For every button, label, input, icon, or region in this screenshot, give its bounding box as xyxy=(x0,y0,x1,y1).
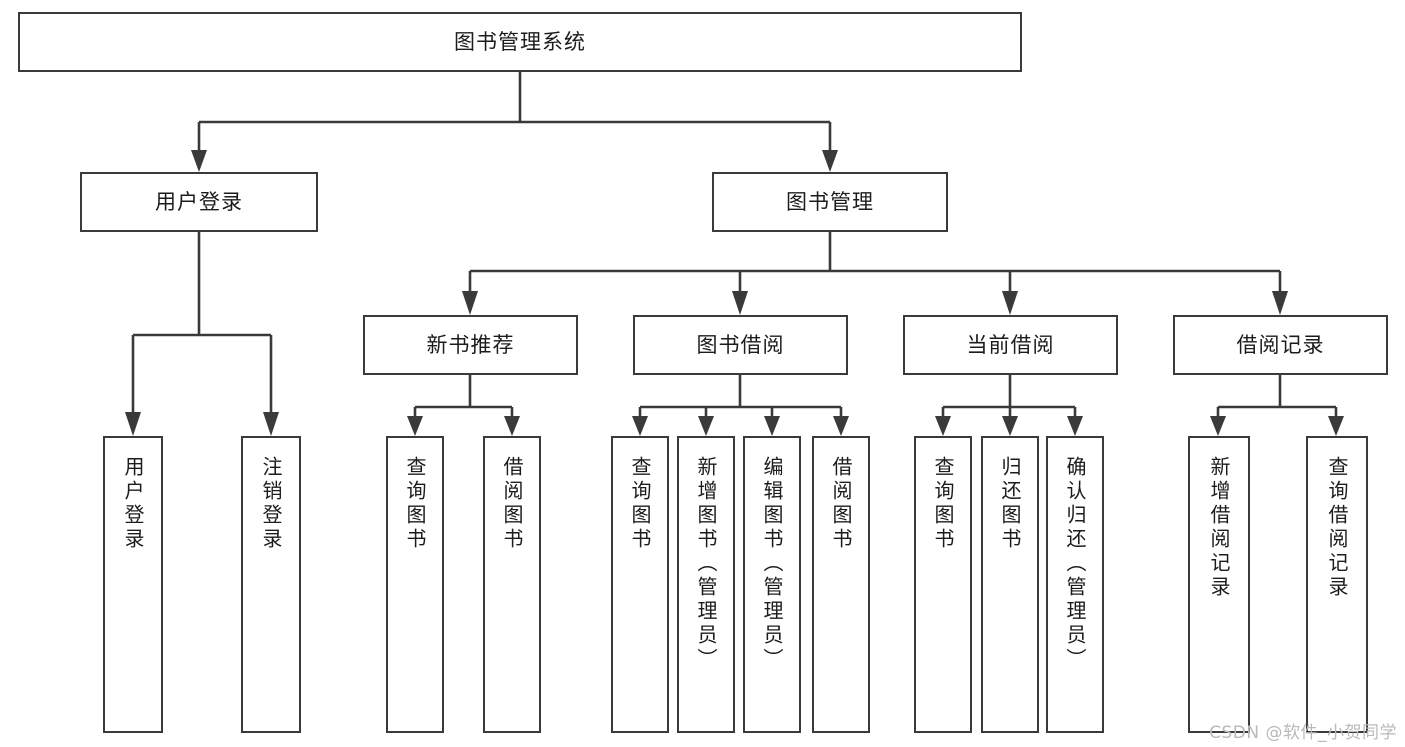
node-leaf-add-borrow-record-label: 新增借阅记录 xyxy=(1207,456,1231,600)
node-leaf-add-book[interactable]: 新增图书（管理员） xyxy=(677,436,735,733)
arrow-current-borrow-c3 xyxy=(1067,416,1083,436)
arrow-current-borrow-c1 xyxy=(935,416,951,436)
arrow-user-login xyxy=(191,150,207,172)
node-leaf-logout[interactable]: 注销登录 xyxy=(241,436,301,733)
arrow-current-borrow xyxy=(1002,291,1018,315)
node-root[interactable]: 图书管理系统 xyxy=(18,12,1022,72)
arrow-user-login-child2 xyxy=(263,412,279,436)
arrow-book-manage xyxy=(822,150,838,172)
node-leaf-query-borrow-record[interactable]: 查询借阅记录 xyxy=(1306,436,1368,733)
node-user-login-label: 用户登录 xyxy=(155,189,243,214)
arrow-new-book-c1 xyxy=(407,416,423,436)
node-leaf-add-book-label: 新增图书（管理员） xyxy=(694,456,718,672)
node-book-manage-label: 图书管理 xyxy=(786,189,874,214)
arrow-user-login-child1 xyxy=(125,412,141,436)
node-leaf-add-borrow-record[interactable]: 新增借阅记录 xyxy=(1188,436,1250,733)
node-leaf-borrow-book-label: 借阅图书 xyxy=(829,456,853,552)
arrow-borrow-record xyxy=(1272,291,1288,315)
node-book-manage[interactable]: 图书管理 xyxy=(712,172,948,232)
node-leaf-edit-book-label: 编辑图书（管理员） xyxy=(760,456,784,672)
arrow-book-borrow-c2 xyxy=(698,416,714,436)
arrow-current-borrow-c2 xyxy=(1002,416,1018,436)
node-borrow-record[interactable]: 借阅记录 xyxy=(1173,315,1388,375)
node-user-login[interactable]: 用户登录 xyxy=(80,172,318,232)
node-leaf-return-book-label: 归还图书 xyxy=(998,456,1022,552)
arrow-new-book-c2 xyxy=(504,416,520,436)
node-leaf-edit-book[interactable]: 编辑图书（管理员） xyxy=(743,436,801,733)
node-new-book-recommend-label: 新书推荐 xyxy=(426,332,515,357)
csdn-watermark: CSDN @软件_小贺同学 xyxy=(1209,723,1397,743)
node-book-borrow[interactable]: 图书借阅 xyxy=(633,315,848,375)
node-leaf-user-login-label: 用户登录 xyxy=(121,456,145,552)
node-leaf-query-book-current[interactable]: 查询图书 xyxy=(914,436,972,733)
arrow-new-book xyxy=(462,291,478,315)
node-leaf-borrow-book[interactable]: 借阅图书 xyxy=(812,436,870,733)
arrow-borrow-record-c2 xyxy=(1328,416,1344,436)
node-leaf-return-book[interactable]: 归还图书 xyxy=(981,436,1039,733)
node-leaf-query-borrow-record-label: 查询借阅记录 xyxy=(1325,456,1349,600)
node-leaf-user-login[interactable]: 用户登录 xyxy=(103,436,163,733)
node-current-borrow-label: 当前借阅 xyxy=(966,332,1055,357)
node-borrow-record-label: 借阅记录 xyxy=(1236,332,1325,357)
node-current-borrow[interactable]: 当前借阅 xyxy=(903,315,1118,375)
arrow-book-borrow-c3 xyxy=(764,416,780,436)
node-leaf-query-book-borrow[interactable]: 查询图书 xyxy=(611,436,669,733)
node-leaf-borrow-book-recommend-label: 借阅图书 xyxy=(500,456,524,552)
node-leaf-query-book-borrow-label: 查询图书 xyxy=(628,456,652,552)
arrow-book-borrow xyxy=(732,291,748,315)
node-leaf-logout-label: 注销登录 xyxy=(259,456,283,552)
node-leaf-confirm-return[interactable]: 确认归还（管理员） xyxy=(1046,436,1104,733)
node-book-borrow-label: 图书借阅 xyxy=(696,332,785,357)
node-leaf-borrow-book-recommend[interactable]: 借阅图书 xyxy=(483,436,541,733)
node-leaf-query-book-recommend-label: 查询图书 xyxy=(403,456,427,552)
arrow-book-borrow-c4 xyxy=(833,416,849,436)
arrow-borrow-record-c1 xyxy=(1210,416,1226,436)
node-leaf-query-book-recommend[interactable]: 查询图书 xyxy=(386,436,444,733)
arrow-book-borrow-c1 xyxy=(632,416,648,436)
node-leaf-confirm-return-label: 确认归还（管理员） xyxy=(1063,456,1087,672)
node-new-book-recommend[interactable]: 新书推荐 xyxy=(363,315,578,375)
node-root-label: 图书管理系统 xyxy=(454,29,586,54)
node-leaf-query-book-current-label: 查询图书 xyxy=(931,456,955,552)
